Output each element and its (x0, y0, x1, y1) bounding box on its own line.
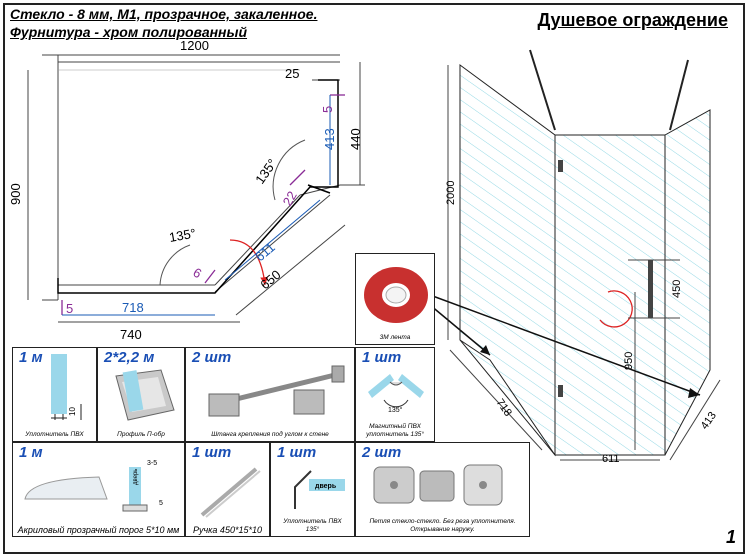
hinge-icon (373, 464, 503, 506)
seal-profile-icon: 10 (51, 354, 82, 420)
dim-25: 25 (285, 66, 299, 81)
dim-5-left: 5 (66, 301, 73, 316)
item-caption: Акриловый прозрачный порог 5*10 мм (17, 525, 180, 535)
item-caption: Профиль П-обр (117, 431, 165, 438)
item-caption: Штанга крепления под углом к стене (211, 431, 329, 438)
view-dim-950: 950 (623, 352, 635, 370)
page-number: 1 (725, 527, 736, 547)
sill-dim-a: 3-5 (147, 460, 157, 467)
item-seal-pvc: 10 1 м Уплотнитель ПВХ (12, 347, 97, 442)
item-caption: Уплотнитель ПВХ 135° (283, 518, 342, 533)
item-qty: 1 м (19, 349, 43, 366)
tape-caption: 3М лента (379, 334, 411, 341)
floor-plan: 1200 900 25 440 650 135° 135° 740 5 22 6… (8, 38, 365, 342)
item-qty: 2 шт (192, 349, 232, 366)
item-support-bar: 2 шт Штанга крепления под углом к стене (185, 347, 355, 442)
item-qty: 2*2,2 м (104, 349, 155, 366)
item-magnetic-seal: 135° 1 шт Магнитный ПВХ уплотнитель 135° (355, 347, 435, 442)
item-qty: 1 шт (192, 444, 232, 461)
item-qty: 1 шт (362, 349, 402, 366)
dim-718: 718 (122, 300, 144, 315)
item-caption: Магнитный ПВХ уплотнитель 135° (366, 423, 424, 438)
page-title: Душевое ограждение (537, 10, 728, 30)
enclosure-view: 2000 450 950 718 611 413 (445, 49, 721, 465)
item-glass-hinge: 2 шт Петля стекло-стекло. Без реза уплот… (355, 442, 530, 537)
acrylic-sill-icon: дверь 3-5 5 (24, 460, 163, 512)
seal-door-label: дверь (315, 483, 337, 490)
dim-740: 740 (120, 327, 142, 342)
magnetic-angle: 135° (388, 406, 403, 414)
support-bar-icon (208, 365, 345, 417)
seal-dim: 10 (68, 407, 77, 416)
u-profile-icon (115, 369, 175, 421)
item-seal-135: дверь 1 шт Уплотнитель ПВХ 135° (270, 442, 355, 537)
item-qty: 1 м (19, 444, 43, 461)
dim-413: 413 (322, 128, 337, 150)
item-caption: Петля стекло-стекло. Без реза уплотнител… (369, 518, 516, 533)
glass-spec: Стекло - 8 мм, М1, прозрачное, закаленно… (10, 6, 318, 22)
view-dim-611: 611 (602, 453, 620, 465)
item-handle: 1 шт Ручка 450*15*10 (185, 442, 270, 537)
sill-door-label: дверь (133, 469, 139, 485)
dim-1200: 1200 (180, 38, 209, 53)
angle-135-lower: 135° (168, 226, 197, 245)
item-caption: Уплотнитель ПВХ (25, 431, 84, 438)
fittings-spec: Фурнитура - хром полированный (10, 24, 248, 40)
view-dim-450: 450 (671, 280, 683, 298)
tape-roll-icon (364, 267, 428, 323)
view-dim-2000: 2000 (445, 181, 457, 205)
page-frame (3, 3, 745, 554)
dim-440: 440 (348, 128, 363, 150)
seal-135-icon: дверь (294, 470, 345, 509)
tape-cell: 3М лента (355, 253, 435, 345)
item-u-profile: 2*2,2 м Профиль П-обр (97, 347, 185, 442)
dim-900: 900 (8, 183, 23, 205)
dim-5-top: 5 (320, 106, 335, 113)
handle-icon (200, 467, 261, 518)
magnetic-seal-icon: 135° (368, 374, 424, 414)
sill-dim-b: 5 (159, 500, 163, 507)
item-acrylic-sill: дверь 3-5 5 1 м Акриловый прозрачный пор… (12, 442, 185, 537)
dim-22: 22 (280, 188, 300, 208)
item-qty: 2 шт (362, 444, 402, 461)
item-caption: Ручка 450*15*10 (193, 525, 262, 535)
item-qty: 1 шт (277, 444, 317, 461)
